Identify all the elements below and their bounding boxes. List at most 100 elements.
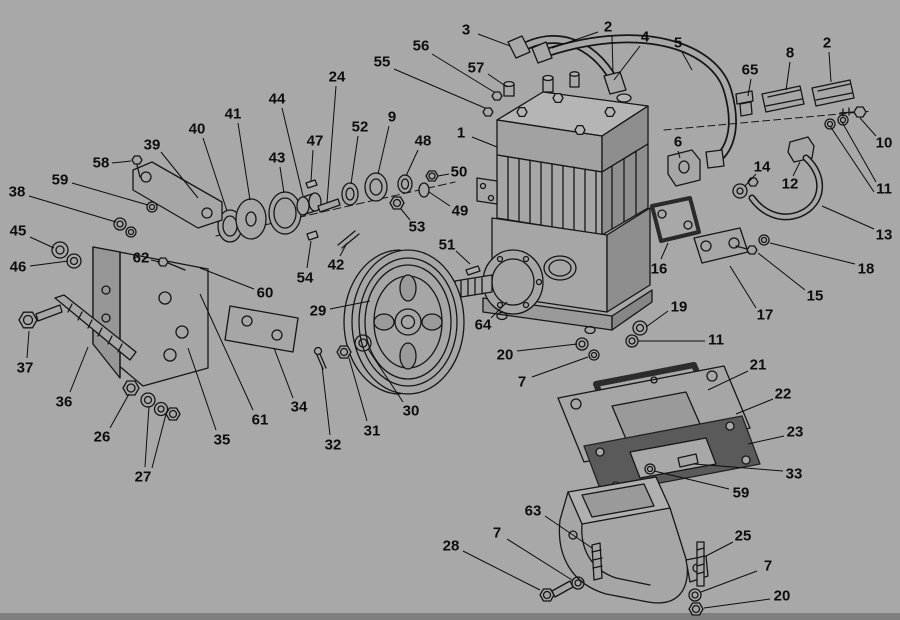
leader-line-31 bbox=[348, 357, 368, 422]
leader-line-2 bbox=[611, 35, 614, 75]
stud bbox=[696, 541, 705, 587]
callout-number-57: 57 bbox=[468, 60, 485, 77]
hex-nut bbox=[122, 380, 140, 396]
pulley-nut bbox=[336, 345, 352, 359]
long-stud bbox=[54, 294, 137, 361]
bracket-bolt bbox=[131, 155, 143, 165]
breather-fitting bbox=[677, 453, 699, 468]
hose-end-fitting bbox=[507, 35, 531, 59]
callout-number-54: 54 bbox=[297, 270, 314, 287]
callout-number-31: 31 bbox=[364, 423, 381, 440]
leader-line-39 bbox=[160, 151, 199, 199]
leader-line-20 bbox=[516, 343, 578, 352]
callout-number-63: 63 bbox=[525, 503, 542, 520]
leader-line-57 bbox=[487, 73, 508, 88]
callout-number-11: 11 bbox=[708, 332, 724, 349]
leader-line-11 bbox=[841, 121, 877, 183]
main-mounting-bracket bbox=[92, 246, 209, 387]
leader-line-4 bbox=[613, 45, 641, 81]
set-screw bbox=[306, 230, 319, 241]
callout-number-58: 58 bbox=[93, 155, 110, 172]
leader-line-61 bbox=[199, 293, 254, 411]
callout-number-13: 13 bbox=[876, 227, 893, 244]
leader-line-27 bbox=[151, 413, 167, 469]
callout-number-15: 15 bbox=[807, 288, 824, 305]
head-bolt bbox=[552, 92, 564, 104]
leader-line-11 bbox=[829, 125, 875, 193]
leader-line-55 bbox=[393, 68, 486, 109]
callout-number-50: 50 bbox=[451, 164, 468, 181]
leader-line-59 bbox=[71, 182, 149, 206]
leader-line-47 bbox=[310, 149, 314, 182]
leader-line-6 bbox=[677, 150, 681, 159]
callout-number-37: 37 bbox=[17, 360, 34, 377]
callout-number-14: 14 bbox=[754, 159, 771, 176]
leader-line-14 bbox=[744, 173, 757, 187]
leader-line-52 bbox=[350, 135, 359, 185]
callout-number-38: 38 bbox=[9, 184, 26, 201]
callout-number-45: 45 bbox=[10, 223, 27, 240]
leader-line-64 bbox=[490, 301, 508, 319]
leader-line-8 bbox=[785, 61, 791, 91]
leader-line-2 bbox=[551, 31, 599, 49]
left-fasteners bbox=[18, 241, 181, 421]
cylinder-head bbox=[496, 71, 649, 173]
callout-number-48: 48 bbox=[415, 133, 432, 150]
callout-number-27: 27 bbox=[135, 469, 152, 486]
callout-number-16: 16 bbox=[651, 261, 668, 278]
base-plate-stack bbox=[557, 362, 761, 495]
shaft-key bbox=[465, 265, 481, 276]
leader-line-37 bbox=[26, 330, 30, 359]
leader-line-46 bbox=[29, 260, 69, 267]
leader-line-54 bbox=[306, 240, 312, 269]
callout-number-36: 36 bbox=[56, 394, 73, 411]
gasket bbox=[650, 196, 701, 243]
leader-line-10 bbox=[859, 117, 877, 137]
hose-end-fitting bbox=[603, 71, 627, 95]
callout-number-10: 10 bbox=[876, 135, 893, 152]
leader-line-30 bbox=[367, 348, 404, 403]
callout-number-33: 33 bbox=[786, 466, 803, 483]
callout-number-34: 34 bbox=[291, 399, 308, 416]
hose-end-fitting bbox=[531, 41, 553, 64]
leader-line-44 bbox=[281, 107, 304, 197]
leader-line-17 bbox=[729, 265, 757, 309]
callout-number-26: 26 bbox=[94, 429, 111, 446]
leader-line-50 bbox=[437, 173, 450, 177]
callout-number-53: 53 bbox=[409, 219, 426, 236]
inlet-fittings bbox=[482, 80, 515, 117]
discharge-fittings bbox=[735, 79, 867, 130]
callout-number-23: 23 bbox=[787, 424, 804, 441]
callout-number-20: 20 bbox=[497, 347, 514, 364]
cylinder-block bbox=[476, 143, 649, 236]
leader-line-24 bbox=[326, 85, 337, 204]
leader-line-9 bbox=[377, 125, 390, 175]
small-bolt bbox=[746, 245, 758, 255]
head-bolt bbox=[516, 106, 528, 118]
upper-strap-bracket bbox=[113, 155, 223, 238]
callout-number-22: 22 bbox=[775, 386, 792, 403]
callout-number-35: 35 bbox=[214, 432, 231, 449]
fitting-bolt bbox=[853, 106, 867, 118]
callout-number-41: 41 bbox=[225, 106, 242, 123]
leader-line-26 bbox=[109, 393, 130, 429]
leader-line-7 bbox=[700, 570, 758, 593]
leader-line-2 bbox=[828, 51, 832, 83]
leader-line-58 bbox=[111, 160, 132, 164]
leader-line-21 bbox=[707, 370, 749, 391]
shaft-sleeve bbox=[317, 198, 341, 213]
crankcase bbox=[482, 207, 653, 335]
callout-number-18: 18 bbox=[858, 261, 875, 278]
leader-line-13 bbox=[821, 205, 875, 230]
head-bolt bbox=[574, 124, 586, 136]
elbow-block bbox=[667, 149, 701, 187]
leader-line-38 bbox=[28, 195, 117, 223]
side-fittings bbox=[650, 149, 770, 264]
callout-number-47: 47 bbox=[307, 133, 324, 150]
callout-number-62: 62 bbox=[133, 250, 150, 267]
callout-number-8: 8 bbox=[786, 45, 794, 62]
hose-end-fitting bbox=[705, 149, 725, 169]
callout-number-2: 2 bbox=[823, 35, 831, 52]
